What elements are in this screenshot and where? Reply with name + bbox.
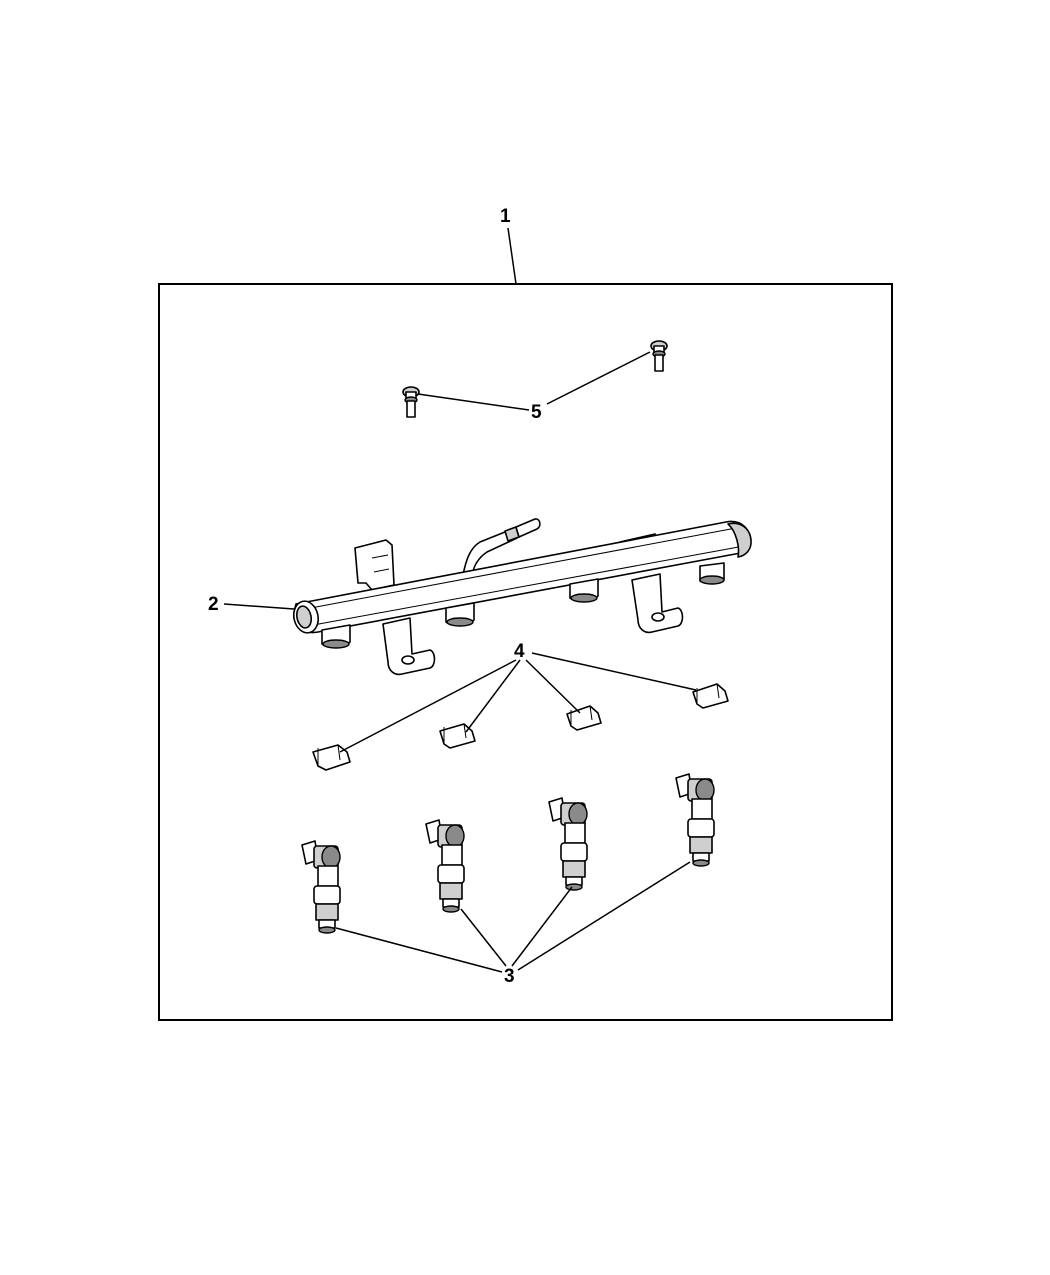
- leader-3a: [335, 927, 503, 973]
- fuel-rail: [292, 518, 752, 676]
- callout-2: 2: [208, 594, 219, 615]
- leader-3d: [517, 861, 691, 971]
- injector-4: [675, 773, 715, 867]
- leader-5a: [417, 393, 530, 411]
- callout-4: 4: [514, 641, 525, 662]
- leader-4b: [465, 659, 521, 733]
- clip-4: [692, 683, 729, 709]
- leader-4a: [339, 659, 517, 753]
- leader-3b: [460, 908, 507, 967]
- leader-5b: [546, 351, 651, 405]
- clip-3: [566, 705, 602, 731]
- bolt-right: [650, 340, 668, 372]
- callout-3: 3: [504, 966, 515, 987]
- leader-4c: [525, 659, 581, 714]
- injector-2: [425, 819, 465, 913]
- callout-1: 1: [500, 206, 511, 227]
- injector-1: [301, 840, 341, 934]
- leader-4d: [531, 652, 697, 691]
- clip-2: [439, 723, 476, 749]
- kit-frame: [158, 283, 893, 1021]
- leader-1: [507, 227, 517, 285]
- leader-3c: [511, 886, 573, 967]
- bolt-left: [402, 386, 420, 418]
- clip-1: [312, 744, 351, 771]
- leader-2: [223, 603, 295, 610]
- callout-5: 5: [531, 402, 542, 423]
- injector-3: [548, 797, 588, 891]
